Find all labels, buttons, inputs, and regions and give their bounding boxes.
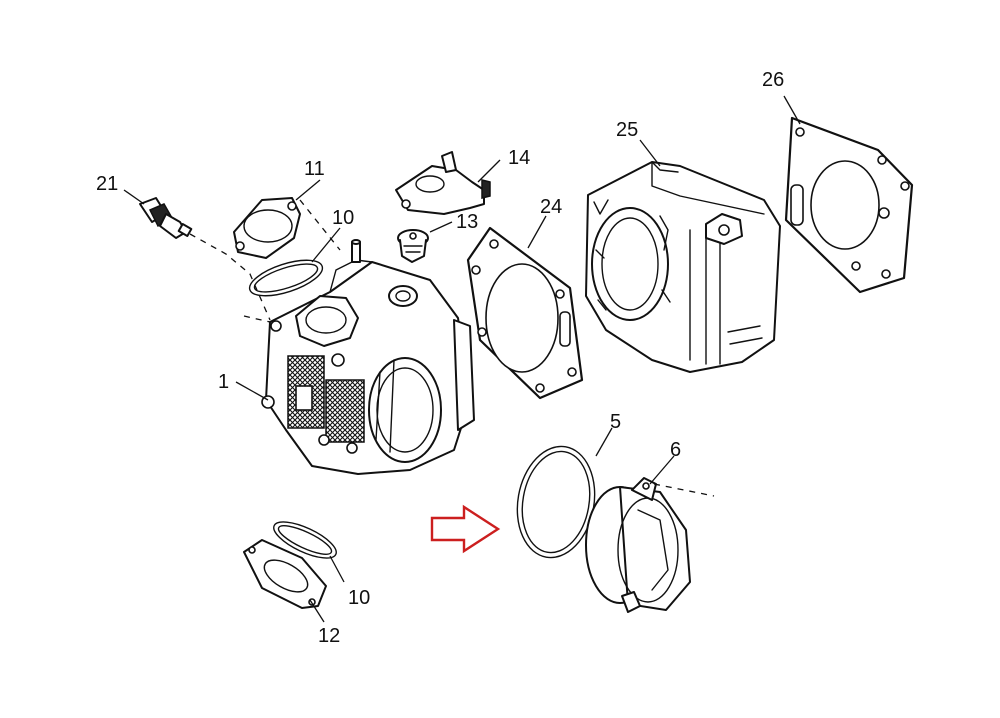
highlight-arrow-icon bbox=[430, 504, 501, 554]
callout-24: 24 bbox=[540, 196, 562, 218]
callout-6: 6 bbox=[670, 439, 681, 461]
part-1-cylinder-head bbox=[261, 239, 475, 475]
callout-25: 25 bbox=[616, 119, 638, 141]
callout-10-lower: 10 bbox=[348, 587, 370, 609]
assembly-lines bbox=[189, 199, 715, 497]
part-24-gasket bbox=[466, 226, 584, 400]
callout-14: 14 bbox=[508, 147, 530, 169]
callout-1: 1 bbox=[218, 371, 229, 393]
part-12-cover-plate bbox=[243, 539, 327, 609]
part-10-lower-o-ring bbox=[273, 521, 337, 559]
part-21-temperature-sensor bbox=[139, 197, 193, 239]
part-25-cylinder-block bbox=[585, 161, 781, 373]
part-10-upper-o-ring bbox=[248, 259, 324, 297]
callout-labels: 1 5 6 10 10 11 12 13 14 21 24 25 26 bbox=[96, 69, 784, 647]
part-11-cover bbox=[233, 197, 301, 259]
callout-26: 26 bbox=[762, 69, 784, 91]
part-6-cover-plate bbox=[585, 477, 691, 613]
part-26-gasket bbox=[784, 116, 914, 294]
part-13-thermostat bbox=[397, 229, 429, 263]
callout-5: 5 bbox=[610, 411, 621, 433]
part-14-water-outlet bbox=[395, 151, 491, 215]
callout-13: 13 bbox=[456, 211, 478, 233]
callout-11: 11 bbox=[304, 158, 325, 180]
callout-12: 12 bbox=[318, 625, 340, 647]
callout-21: 21 bbox=[96, 173, 118, 195]
leader-lines bbox=[123, 95, 801, 623]
callout-10-upper: 10 bbox=[332, 207, 354, 229]
